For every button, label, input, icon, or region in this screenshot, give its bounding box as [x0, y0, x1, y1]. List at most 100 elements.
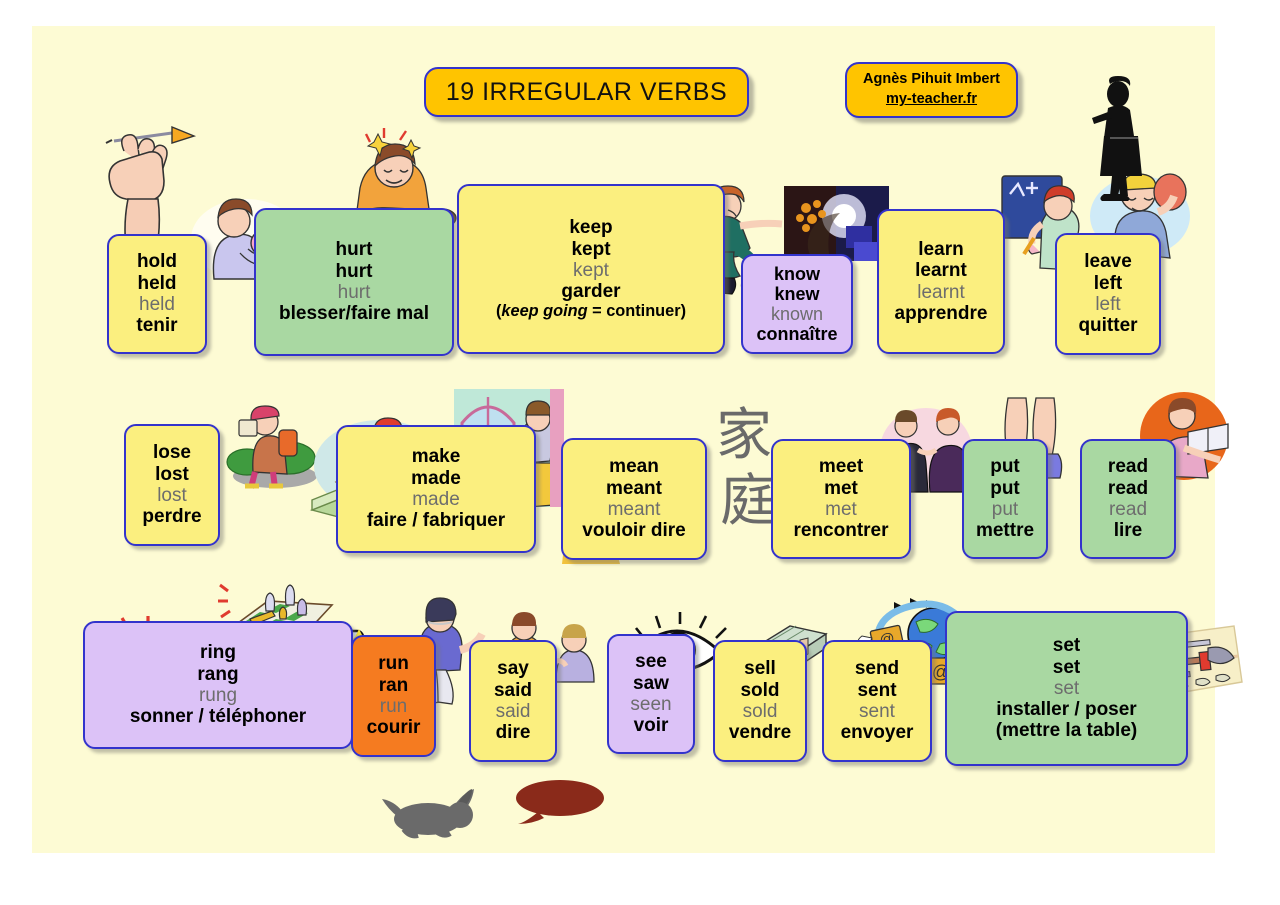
verb-participle: read [1108, 499, 1148, 520]
verb-preterite: ran [378, 674, 409, 696]
verb-french: voir [633, 715, 669, 737]
verb-preterite: put [990, 477, 1020, 499]
verb-participle: made [412, 489, 460, 510]
verb-preterite: said [493, 679, 533, 701]
verb-participle: seen [630, 694, 672, 715]
verb-card-meet[interactable]: meet met met rencontrer [771, 439, 911, 559]
verb-infinitive: mean [609, 456, 659, 478]
verb-participle: set [1053, 677, 1080, 699]
verb-participle: kept [573, 259, 609, 281]
verb-card-ring[interactable]: ring rang rung sonner / téléphoner [83, 621, 353, 749]
verb-participle: put [991, 499, 1019, 520]
poster-title-banner: 19 IRREGULAR VERBS [424, 67, 749, 117]
verb-card-learn[interactable]: learn learnt learnt apprendre [877, 209, 1005, 354]
verb-french: installer / poser [996, 699, 1137, 721]
verb-card-keep[interactable]: keep kept kept garder (keep going = cont… [457, 184, 725, 354]
speech-bubble-illustration [516, 780, 604, 824]
verb-infinitive: put [990, 456, 1020, 478]
verb-french: rencontrer [793, 520, 889, 542]
verb-card-send[interactable]: send sent sent envoyer [822, 640, 932, 762]
verb-participle: rung [198, 685, 238, 706]
verb-preterite: met [824, 477, 858, 499]
verb-card-see[interactable]: see saw seen voir [607, 634, 695, 754]
credit-banner: Agnès Pihuit Imbert my-teacher.fr [845, 62, 1018, 118]
knowledge-brain-image [784, 186, 889, 261]
verb-french: apprendre [894, 302, 988, 324]
verb-card-run[interactable]: run ran run courir [351, 635, 436, 757]
svg-text:庭: 庭 [720, 469, 776, 534]
verb-card-hold[interactable]: hold held held tenir [107, 234, 207, 354]
verb-french: quitter [1078, 315, 1138, 337]
lost-hiker-illustration [226, 405, 317, 489]
verb-infinitive: make [411, 446, 461, 468]
verb-french: connaître [756, 324, 838, 345]
verb-preterite: sent [857, 679, 897, 701]
verb-card-read[interactable]: read read read lire [1080, 439, 1176, 559]
poster-page: TOP SECRET [32, 26, 1243, 853]
verb-preterite: hurt [335, 260, 373, 282]
verb-participle: sold [742, 701, 778, 722]
verb-infinitive: lose [152, 442, 192, 464]
rabbit-illustration [382, 789, 474, 839]
verb-participle: run [379, 696, 408, 717]
verb-participle: meant [607, 499, 661, 520]
verb-preterite: held [137, 272, 177, 294]
verb-french: garder [561, 281, 621, 303]
credit-url-link[interactable]: my-teacher.fr [885, 91, 978, 107]
verb-participle: hurt [337, 282, 371, 303]
verb-participle: known [770, 304, 824, 324]
verb-preterite: saw [633, 672, 669, 694]
verb-participle: met [825, 499, 857, 520]
verb-note: (keep going = continuer) [495, 302, 687, 321]
verb-card-set[interactable]: set set set installer / poser (mettre la… [945, 611, 1188, 766]
verb-card-sell[interactable]: sell sold sold vendre [713, 640, 807, 762]
verb-preterite: meant [606, 477, 662, 499]
verb-french: vouloir dire [582, 520, 686, 542]
verb-infinitive: read [1107, 456, 1149, 478]
verb-card-put[interactable]: put put put mettre [962, 439, 1048, 559]
verb-preterite: left [1093, 272, 1123, 294]
credit-author: Agnès Pihuit Imbert [863, 71, 1000, 88]
verb-french: blesser/faire mal [279, 303, 429, 325]
verb-preterite: knew [774, 283, 820, 304]
verb-card-know[interactable]: know knew known connaître [741, 254, 853, 354]
verb-preterite: read [1107, 477, 1149, 499]
verb-infinitive: see [635, 651, 667, 673]
verb-preterite: lost [155, 463, 189, 485]
verb-preterite: made [411, 467, 461, 489]
verb-card-leave[interactable]: leave left left quitter [1055, 233, 1161, 355]
verb-preterite: rang [197, 663, 239, 685]
verb-infinitive: keep [569, 217, 613, 239]
verb-french: dire [495, 722, 531, 744]
verb-french: sonner / téléphoner [129, 706, 307, 728]
page-title: 19 IRREGULAR VERBS [445, 77, 728, 106]
verb-infinitive: sell [744, 658, 776, 680]
verb-french: vendre [728, 722, 792, 744]
verb-preterite: kept [571, 238, 611, 260]
verb-infinitive: know [773, 263, 820, 284]
verb-card-hurt[interactable]: hurt hurt hurt blesser/faire mal [254, 208, 454, 356]
svg-text:家: 家 [716, 403, 772, 468]
verb-french: faire / fabriquer [366, 510, 506, 532]
verb-card-lose[interactable]: lose lost lost perdre [124, 424, 220, 546]
verb-french: envoyer [840, 722, 914, 744]
verb-preterite: learnt [915, 260, 967, 282]
verb-infinitive: send [854, 658, 900, 680]
verb-participle: said [495, 701, 531, 722]
verb-preterite: sold [740, 679, 780, 701]
verb-card-make[interactable]: make made made faire / fabriquer [336, 425, 536, 553]
verb-note-rest: = continuer) [587, 302, 687, 321]
verb-french: tenir [136, 315, 178, 337]
verb-preterite: set [1052, 656, 1081, 678]
verb-participle: learnt [917, 281, 965, 303]
verb-infinitive: run [378, 653, 409, 675]
verb-french: lire [1113, 520, 1143, 542]
verb-infinitive: set [1052, 635, 1081, 657]
verb-card-say[interactable]: say said said dire [469, 640, 557, 762]
verb-infinitive: leave [1084, 251, 1132, 273]
verb-french: perdre [142, 506, 202, 528]
verb-participle: lost [157, 485, 187, 506]
teacher-silhouette-illustration [1092, 76, 1142, 201]
verb-french: courir [366, 717, 421, 739]
verb-card-mean[interactable]: mean meant meant vouloir dire [561, 438, 707, 560]
